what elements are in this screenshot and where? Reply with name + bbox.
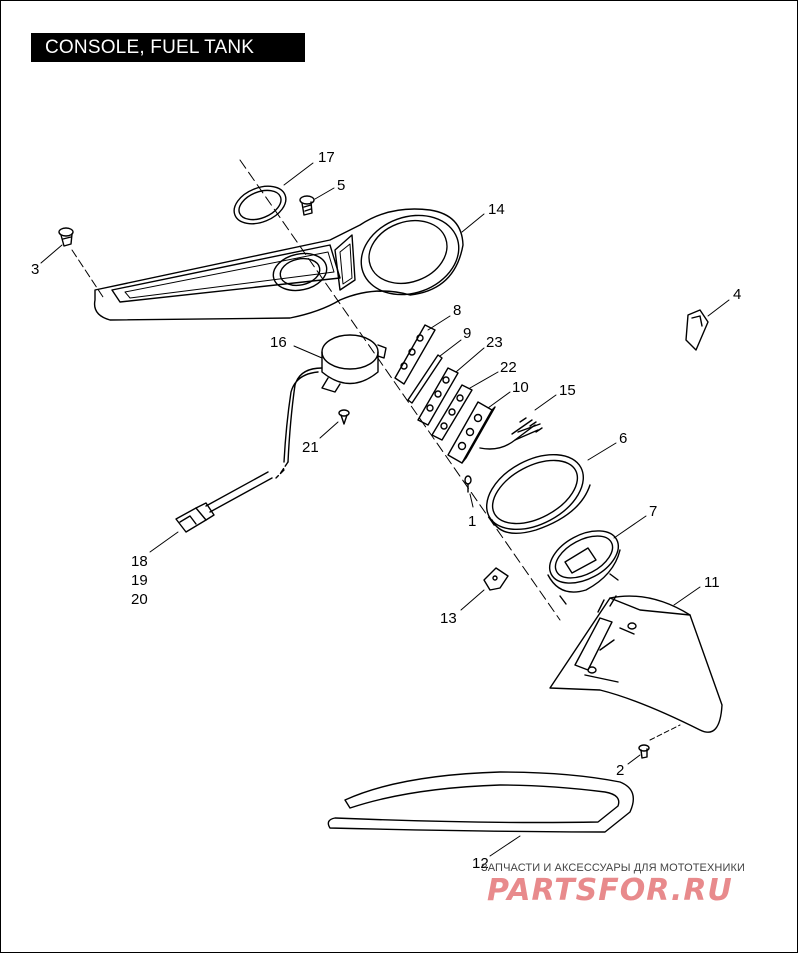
part-6-bezel-ring [485, 453, 591, 534]
callout-11: 11 [704, 574, 720, 591]
part-4-clip [685, 309, 709, 351]
watermark-subtitle: ЗАПЧАСТИ И АКСЕССУАРЫ ДЛЯ МОТОТЕХНИКИ [481, 862, 745, 874]
part-9-strip [407, 354, 443, 404]
callout-3: 3 [31, 261, 39, 278]
part-21-screw [338, 409, 350, 425]
callout-1: 1 [468, 513, 476, 530]
callout-18: 18 [131, 553, 148, 570]
callout-6: 6 [619, 430, 627, 447]
callout-4: 4 [733, 286, 741, 303]
callout-10: 10 [512, 379, 529, 396]
part-13-bracket [483, 567, 509, 591]
callout-14: 14 [488, 201, 505, 218]
part-1-screw [464, 475, 472, 493]
callout-16: 16 [270, 334, 287, 351]
leader-lines [40, 162, 730, 857]
part-16-module [283, 334, 387, 463]
part-22-strip [431, 384, 473, 441]
part-5-screw [299, 195, 315, 216]
part-23-lens-strip [417, 367, 459, 426]
watermark-logo: PARTSFOR.RU [487, 873, 733, 908]
callout-20: 20 [131, 591, 148, 608]
part-2-screw [638, 744, 650, 759]
part-14-console [93, 208, 464, 321]
callout-17: 17 [318, 149, 335, 166]
part-10-indicator-housing [447, 401, 496, 464]
part-12-gasket [327, 771, 634, 833]
part-7-gauge [547, 530, 621, 605]
callout-8: 8 [453, 302, 461, 319]
callout-13: 13 [440, 610, 457, 627]
part-8-strip [394, 324, 436, 385]
callout-2: 2 [616, 762, 624, 779]
callout-19: 19 [131, 572, 148, 589]
callout-23: 23 [486, 334, 503, 351]
callout-15: 15 [559, 382, 576, 399]
callout-7: 7 [649, 503, 657, 520]
callout-5: 5 [337, 177, 345, 194]
page-title: CONSOLE, FUEL TANK [31, 33, 305, 62]
part-18-connector [175, 461, 289, 533]
part-15-wire-harness [479, 417, 543, 450]
part-11-housing [549, 595, 723, 733]
callout-9: 9 [463, 325, 471, 342]
callout-labels: 17 5 14 3 4 8 9 23 16 22 10 15 6 21 1 7 … [31, 149, 741, 872]
axis-line-3 [71, 249, 106, 301]
callout-21: 21 [302, 439, 319, 456]
part-17-gasket-ring [233, 185, 287, 225]
callout-12: 12 [472, 855, 489, 872]
callout-22: 22 [500, 359, 517, 376]
assembly-axis-line [239, 159, 561, 621]
part-3-screw [58, 227, 74, 247]
